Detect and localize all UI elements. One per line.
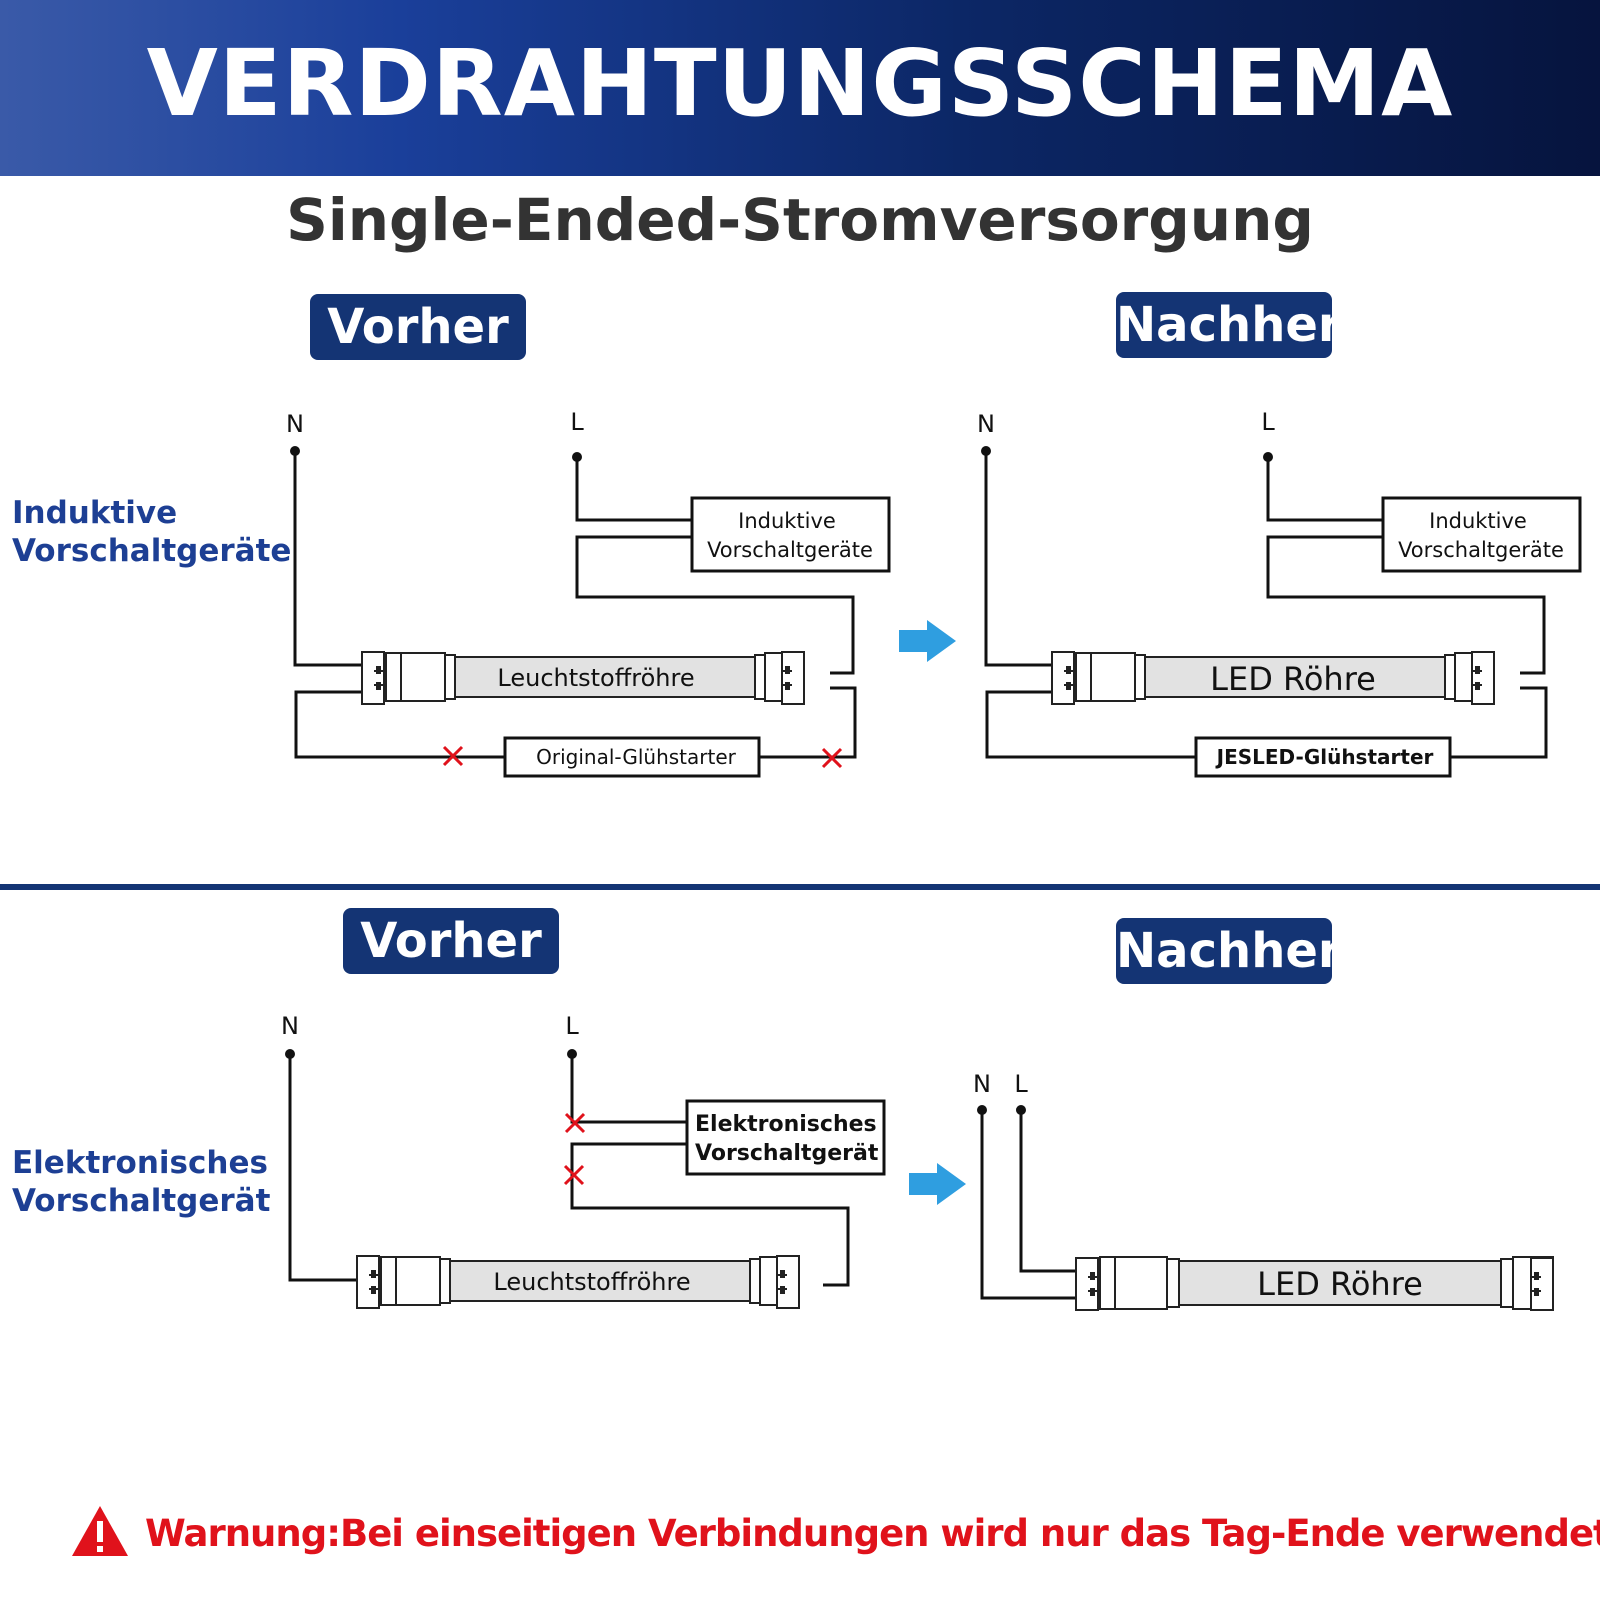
section2-label: Elektronisches Vorschaltgerät [12,1144,270,1220]
s2-before-ballast-box [685,1099,886,1176]
section1-after-badge: Nachher [1116,292,1342,358]
s1-before-tube: Leuchtstoffröhre [361,651,805,705]
s2-after-n-label: N [973,1070,991,1098]
diagram-s1-before: N L Induktive Vorschaltgeräte Original-G… [286,408,891,778]
s1-after-starter-box [1194,736,1452,778]
s2-after-tube: LED Röhre [1075,1256,1554,1311]
section1-label-line2: Vorschaltgeräte [12,533,292,569]
page-subtitle: Single-Ended-Stromversorgung [286,186,1314,254]
s1-after-l-label: L [1261,408,1275,436]
s1-arrow-icon [899,620,956,662]
warning-triangle-icon [72,1506,128,1556]
s1-after-ballast-line2: Vorschaltgeräte [1398,538,1564,562]
s1-before-tube-label: Leuchtstoffröhre [497,664,694,692]
section1-label: Induktive Vorschaltgeräte [12,494,291,570]
diagram-s2-before: N L Elektronisches Vorschaltgerät Le [281,1012,886,1309]
s2-before-l-label: L [565,1012,579,1040]
diagram-s1-after: N L Induktive Vorschaltgeräte JESLED-Glü… [977,408,1582,778]
s2-before-cross-2 [563,1164,585,1186]
s1-before-cross-2 [821,747,843,769]
s2-before-tube: Leuchtstoffröhre [356,1255,800,1309]
section-divider [0,884,1600,890]
s1-after-starter-label: JESLED-Glühstarter [1215,745,1434,769]
s1-after-tube-label: LED Röhre [1210,660,1376,698]
section2-label-line2: Vorschaltgerät [12,1183,271,1219]
s1-after-ballast-line1: Induktive [1429,509,1527,533]
s1-before-n-label: N [286,410,304,438]
section2-label-line1: Elektronisches [12,1145,268,1181]
s1-before-ballast-line2: Vorschaltgeräte [707,538,873,562]
s1-before-ballast-line1: Induktive [738,509,836,533]
section2-after-badge: Nachher [1116,918,1342,984]
diagram-s2-after: N L LED Röhre [973,1070,1554,1311]
section1-before-badge: Vorher [310,294,526,360]
warning-text: Warnung:Bei einseitigen Verbindungen wir… [145,1512,1600,1555]
s1-after-ballast-box [1381,496,1582,573]
s1-after-n-label: N [977,410,995,438]
s1-before-starter-label: Original-Glühstarter [536,745,737,769]
section2-before-badge: Vorher [343,908,559,974]
s1-before-ballast-box [690,496,891,573]
s1-before-cross-1 [442,745,464,767]
header-banner [0,0,1600,176]
s1-before-l-label: L [570,408,584,436]
s1-before-starter-box [503,736,761,778]
s2-after-tube-label: LED Röhre [1257,1265,1423,1303]
s2-before-cross-1 [564,1112,586,1134]
s2-before-ballast-line1: Elektronisches [695,1112,877,1137]
warning-bar: Warnung:Bei einseitigen Verbindungen wir… [70,1500,1600,1570]
page-title: VERDRAHTUNGSSCHEMA [146,30,1454,137]
s2-before-tube-label: Leuchtstoffröhre [493,1268,690,1296]
s2-arrow-icon [909,1163,966,1205]
s1-after-tube: LED Röhre [1051,651,1495,705]
s2-after-l-label: L [1014,1070,1028,1098]
s2-before-n-label: N [281,1012,299,1040]
section1-label-line1: Induktive [12,495,178,531]
s2-before-ballast-line2: Vorschaltgerät [695,1141,879,1166]
